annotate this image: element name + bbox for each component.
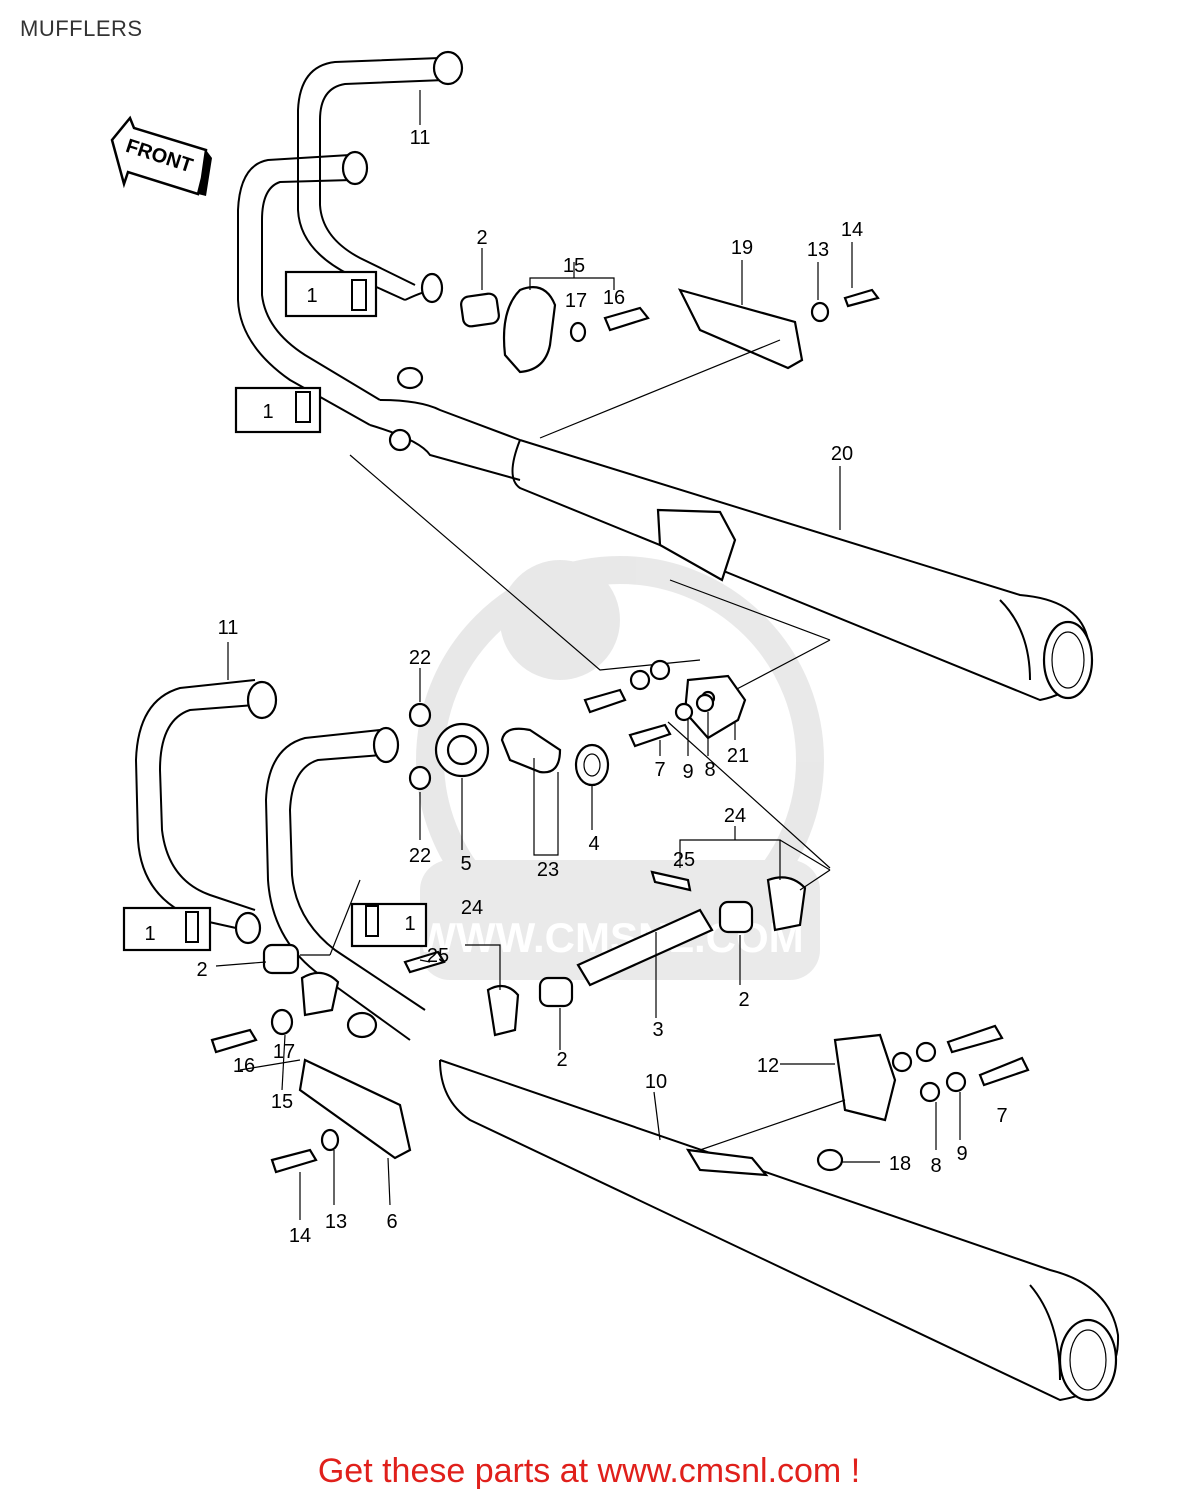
label-2-upper: 2	[476, 227, 487, 249]
label-6: 6	[386, 1211, 397, 1233]
label-1-d: 1	[404, 913, 415, 935]
label-2-middle: 2	[556, 1049, 567, 1071]
label-2-left: 2	[196, 959, 207, 981]
label-17-lower: 17	[273, 1041, 295, 1063]
label-22-top: 22	[409, 647, 431, 669]
label-1-a: 1	[306, 285, 317, 307]
label-16-lower: 16	[233, 1055, 255, 1077]
label-15-lower: 15	[271, 1091, 293, 1113]
label-2-right: 2	[738, 989, 749, 1011]
page-title: MUFFLERS	[20, 16, 143, 41]
label-24-left: 24	[461, 897, 483, 919]
label-24-right: 24	[724, 805, 746, 827]
label-7-upper: 7	[654, 759, 665, 781]
label-17-upper: 17	[565, 290, 587, 312]
front-arrow-icon: FRONT	[110, 115, 212, 196]
label-1-c: 1	[144, 923, 155, 945]
label-25-right: 25	[673, 849, 695, 871]
label-16-upper: 16	[603, 287, 625, 309]
get-parts-link[interactable]: Get these parts at www.cmsnl.com !	[317, 1452, 861, 1490]
label-9-lower: 9	[956, 1143, 967, 1165]
label-21: 21	[727, 745, 749, 767]
label-5: 5	[460, 853, 471, 875]
label-13-upper: 13	[807, 239, 829, 261]
label-10: 10	[645, 1071, 667, 1093]
label-9-upper: 9	[682, 761, 693, 783]
upper-clamp-parts	[234, 270, 880, 434]
label-15-upper: 15	[563, 255, 585, 277]
label-11-lower: 11	[218, 617, 239, 639]
label-14-upper: 14	[841, 219, 863, 241]
label-12: 12	[757, 1055, 779, 1077]
label-3: 3	[652, 1019, 663, 1041]
upper-exhaust-assembly	[237, 50, 1094, 702]
lower-exhaust-assembly	[134, 679, 1120, 1402]
label-23: 23	[537, 859, 559, 881]
label-11-upper: 11	[410, 127, 431, 149]
lower-leader-lines	[215, 642, 961, 1220]
lower-clamp-parts	[122, 870, 1030, 1174]
label-14-lower: 14	[289, 1225, 311, 1247]
label-20: 20	[831, 443, 853, 465]
part-number-labels: 11 2 15 17 16 19 13 14 1 1 20 11 22 22 5…	[144, 127, 1007, 1247]
label-18: 18	[889, 1153, 911, 1175]
label-25-left: 25	[427, 945, 449, 967]
label-19: 19	[731, 237, 753, 259]
label-4: 4	[588, 833, 599, 855]
label-8-upper: 8	[704, 759, 715, 781]
label-1-b: 1	[262, 401, 273, 423]
label-22-bottom: 22	[409, 845, 431, 867]
middle-mounting-parts	[408, 659, 747, 791]
label-7-lower: 7	[996, 1105, 1007, 1127]
label-13-lower: 13	[325, 1211, 347, 1233]
label-8-lower: 8	[930, 1155, 941, 1177]
